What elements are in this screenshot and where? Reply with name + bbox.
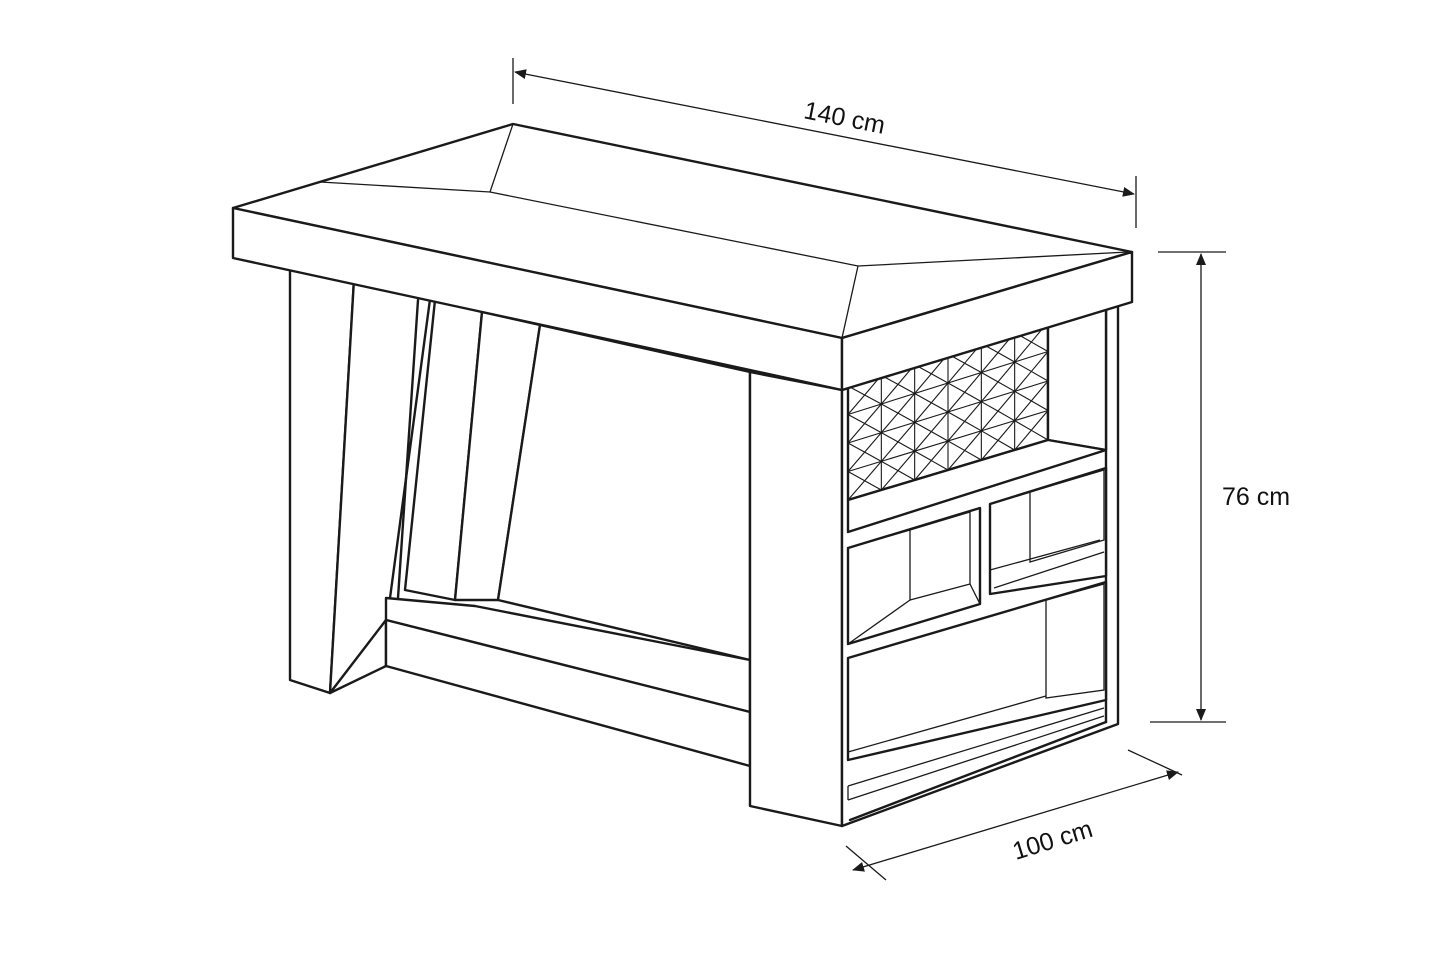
tile-edge — [930, 411, 949, 432]
height-label: 76 cm — [1222, 483, 1290, 511]
tile-edge — [1014, 429, 1032, 451]
tile-edge — [897, 470, 915, 481]
tile-edge — [847, 442, 865, 453]
tile-edge — [1030, 410, 1049, 431]
tile-edge — [997, 439, 1015, 451]
tile-edge — [897, 412, 915, 423]
tile-edge — [947, 421, 966, 442]
tile-edge — [947, 411, 965, 422]
tile-edge — [897, 393, 916, 414]
tile-edge — [897, 383, 915, 394]
tile-edge — [964, 430, 982, 451]
tile-edge — [880, 412, 899, 434]
tile-edge — [914, 421, 932, 433]
tile-edge — [1014, 420, 1032, 431]
back-panel — [496, 323, 752, 662]
tile-edge — [947, 382, 965, 393]
tile-edge — [930, 382, 949, 404]
tile-edge — [847, 471, 865, 482]
tile-edge — [864, 480, 882, 491]
left-leg — [288, 260, 437, 695]
tile-edge — [880, 384, 899, 405]
tile-edge — [864, 451, 882, 462]
tile-edge — [964, 449, 982, 461]
tile-edge — [997, 361, 1016, 383]
tile-edge — [847, 414, 865, 425]
tile-edge — [847, 394, 866, 415]
tile-edge — [981, 401, 999, 412]
tile-edge — [1014, 400, 1032, 422]
tile-edge — [980, 410, 999, 432]
tile-edge — [1030, 351, 1049, 372]
tile-edge — [997, 410, 1015, 422]
tile-edge — [914, 373, 932, 394]
tile-edge — [864, 403, 882, 424]
tile-edge — [881, 432, 899, 443]
tile-edge — [1031, 370, 1049, 382]
tile-edge — [997, 420, 1016, 441]
tile-edge — [880, 441, 899, 462]
tile-edge — [947, 440, 965, 451]
tile-edge — [980, 381, 999, 403]
tile-edge — [931, 460, 949, 471]
tile-edge — [1014, 361, 1032, 372]
tile-edge — [980, 440, 999, 461]
tile-edge — [1031, 429, 1049, 441]
tile-edge — [931, 373, 949, 384]
depth-label: 100 cm — [1009, 815, 1096, 866]
tile-edge — [897, 421, 916, 443]
tile-edge — [897, 441, 915, 452]
tile-edge — [997, 390, 1016, 412]
length-label: 140 cm — [802, 96, 888, 139]
tile-edge — [1014, 371, 1032, 392]
tile-edge — [947, 362, 966, 384]
tile-edge — [981, 430, 999, 441]
tile-edge — [964, 401, 982, 422]
tile-edge — [947, 450, 966, 471]
tile-edge — [914, 431, 932, 452]
tile-edge — [1014, 341, 1032, 363]
tile-edge — [980, 352, 999, 373]
tile-edge — [897, 450, 916, 471]
tile-edge — [1014, 390, 1032, 402]
tile-edge — [997, 381, 1015, 392]
tile-edge — [964, 391, 982, 403]
tile-edge — [964, 372, 982, 393]
tile-edge — [914, 450, 932, 462]
tile-edge — [964, 362, 982, 373]
tile-edge — [864, 423, 882, 434]
tile-edge — [864, 460, 882, 482]
tile-edge — [914, 393, 932, 404]
tile-edge — [1031, 400, 1049, 411]
tile-edge — [864, 432, 882, 453]
tile-edge — [931, 402, 949, 413]
table-top — [231, 122, 1134, 392]
tile-edge — [914, 402, 932, 423]
side-cabinet — [840, 304, 1120, 828]
tile-edge — [864, 394, 882, 405]
tile-edge — [1030, 380, 1049, 402]
tile-edge — [847, 423, 866, 444]
tile-edge — [931, 431, 949, 442]
tile-edge — [997, 352, 1015, 363]
tile-edge — [847, 451, 866, 472]
tile-edge — [881, 403, 899, 414]
tile-edge — [947, 391, 966, 413]
tile-edge — [880, 470, 899, 491]
tile-edge — [881, 460, 899, 472]
tile-edge — [1031, 341, 1049, 352]
tile-edge — [914, 460, 932, 481]
tile-edge — [964, 420, 982, 432]
right-leg — [748, 370, 844, 828]
dimension-height: 76 cm — [1150, 251, 1290, 723]
tile-edge — [981, 372, 999, 383]
tile-edge — [930, 440, 949, 461]
tile-edge — [847, 480, 866, 501]
